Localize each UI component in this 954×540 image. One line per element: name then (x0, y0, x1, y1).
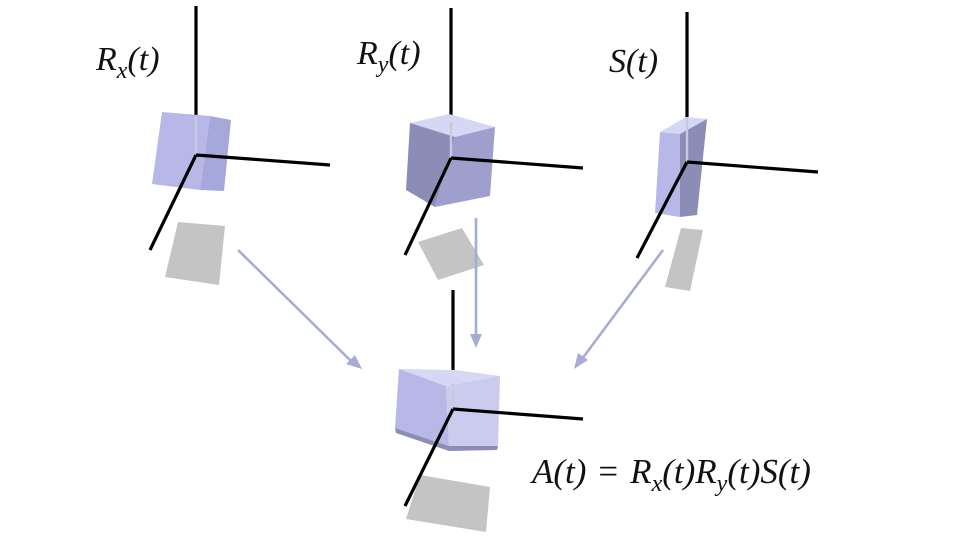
composition-equation: A(t)=Rx(t)Ry(t)S(t) (530, 452, 811, 497)
panel-scale: S(t) (609, 12, 819, 291)
x-axis-rotation-x (195, 153, 331, 167)
cube-left-rotation-y (406, 123, 455, 207)
y-axis-scale (635, 161, 689, 259)
cube-top-scale (660, 117, 707, 134)
arrow-from-rotation-x (237, 249, 353, 363)
shadow-rotation-y (418, 228, 484, 280)
arrowhead-from-scale (574, 353, 588, 369)
cube-front-rotation-y (435, 127, 495, 207)
shadow-scale (665, 228, 703, 291)
label-rotation-x: Rx(t) (95, 41, 160, 84)
composition-arrows (237, 218, 665, 369)
cube-front-scale (655, 132, 680, 217)
y-axis-rotation-y (403, 157, 453, 256)
arrowhead-from-rotation-y (470, 334, 482, 348)
cube-top-rotation-y (410, 114, 495, 137)
x-axis-rotation-y (450, 156, 584, 170)
shadow-rotation-x (165, 222, 225, 285)
label-rotation-y: Ry(t) (356, 35, 421, 78)
arrowhead-from-rotation-x (346, 355, 362, 369)
cube-top-composite (399, 369, 500, 386)
cube-right-rotation-x (200, 116, 231, 191)
label-scale: S(t) (609, 43, 658, 80)
shadow-composite (406, 475, 490, 532)
panel-rotation-y: Ry(t) (356, 8, 584, 280)
panel-composite (395, 290, 584, 532)
x-axis-composite (452, 407, 584, 421)
cube-front-rotation-x (152, 112, 210, 190)
y-axis-rotation-x (148, 154, 198, 251)
arrow-from-scale (580, 249, 665, 360)
cube-bottom-edge-composite (395, 428, 498, 451)
y-axis-composite (403, 408, 455, 507)
panel-rotation-x: Rx(t) (95, 6, 331, 285)
x-axis-scale (686, 160, 819, 174)
cube-front-composite (395, 369, 449, 446)
